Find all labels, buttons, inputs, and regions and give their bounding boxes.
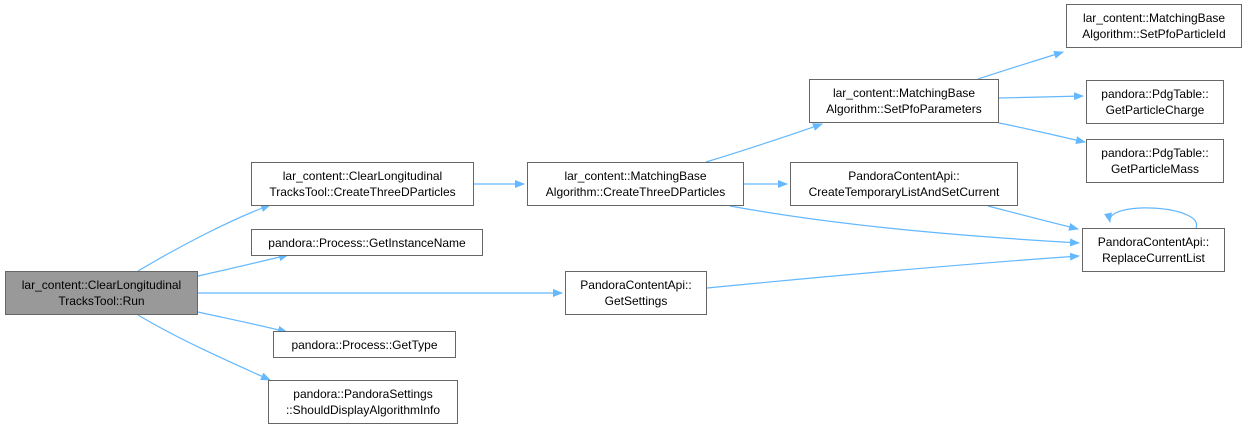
node-replace-current-list[interactable]: PandoraContentApi:: ReplaceCurrentList — [1082, 228, 1225, 272]
node-should-display-algorithm-info[interactable]: pandora::PandoraSettings ::ShouldDisplay… — [268, 380, 458, 424]
node-set-pfo-parameters-label: lar_content::MatchingBase Algorithm::Set… — [826, 86, 982, 116]
edge-mba-to-set-pfo-params — [705, 123, 823, 163]
node-get-type-label: pandora::Process::GetType — [291, 337, 438, 352]
node-run-label: lar_content::ClearLongitudinal TracksToo… — [21, 278, 182, 308]
node-should-display-algorithm-info-label: pandora::PandoraSettings ::ShouldDisplay… — [285, 387, 441, 417]
node-mba-create-three-d-particles[interactable]: lar_content::MatchingBase Algorithm::Cre… — [527, 162, 744, 206]
node-get-instance-name-label: pandora::Process::GetInstanceName — [268, 235, 466, 250]
edge-set-pfo-params-to-charge — [998, 92, 1084, 101]
node-get-type[interactable]: pandora::Process::GetType — [273, 331, 456, 358]
edge-replace-self-loop — [1104, 207, 1197, 229]
node-clt-create-three-d-particles[interactable]: lar_content::ClearLongitudinal TracksToo… — [251, 162, 474, 206]
node-get-particle-mass[interactable]: pandora::PdgTable:: GetParticleMass — [1086, 139, 1224, 183]
edge-run-to-get-type — [197, 311, 288, 334]
node-get-particle-charge[interactable]: pandora::PdgTable:: GetParticleCharge — [1086, 80, 1224, 124]
edge-run-to-get-instance-name — [197, 253, 289, 277]
node-get-settings-label: PandoraContentApi:: GetSettings — [580, 278, 692, 308]
edge-create-temp-to-replace — [987, 205, 1079, 231]
node-set-pfo-particle-id-label: lar_content::MatchingBase Algorithm::Set… — [1082, 11, 1226, 41]
edge-run-to-should-display — [137, 314, 271, 381]
node-get-settings[interactable]: PandoraContentApi:: GetSettings — [565, 271, 707, 315]
node-create-temporary-list[interactable]: PandoraContentApi:: CreateTemporaryListA… — [790, 162, 1018, 206]
node-get-instance-name[interactable]: pandora::Process::GetInstanceName — [251, 229, 483, 256]
edge-mba-to-replace-list — [729, 205, 1080, 247]
node-get-particle-mass-label: pandora::PdgTable:: GetParticleMass — [1101, 146, 1209, 176]
node-get-particle-charge-label: pandora::PdgTable:: GetParticleCharge — [1101, 87, 1209, 117]
edge-get-settings-to-replace — [706, 252, 1080, 289]
node-set-pfo-particle-id[interactable]: lar_content::MatchingBase Algorithm::Set… — [1066, 4, 1242, 48]
node-run: lar_content::ClearLongitudinal TracksToo… — [5, 271, 198, 315]
edge-run-to-clt-create3d — [137, 204, 271, 272]
node-replace-current-list-label: PandoraContentApi:: ReplaceCurrentList — [1097, 235, 1210, 265]
edge-set-pfo-params-to-mass — [998, 122, 1086, 145]
node-create-temporary-list-label: PandoraContentApi:: CreateTemporaryListA… — [808, 169, 1000, 199]
edge-set-pfo-params-to-pid — [977, 50, 1064, 80]
node-mba-create-three-d-particles-label: lar_content::MatchingBase Algorithm::Cre… — [545, 169, 726, 199]
node-set-pfo-parameters[interactable]: lar_content::MatchingBase Algorithm::Set… — [809, 79, 999, 123]
node-clt-create-three-d-particles-label: lar_content::ClearLongitudinal TracksToo… — [269, 169, 456, 199]
